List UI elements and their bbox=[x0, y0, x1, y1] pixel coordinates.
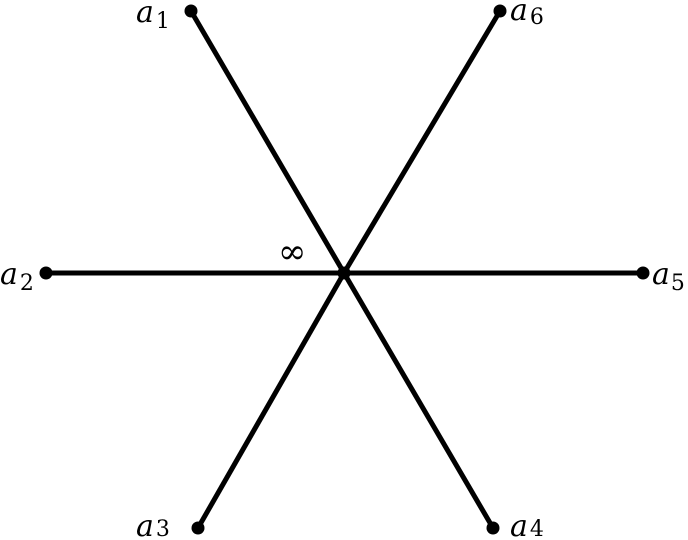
node-a2-label: a2 bbox=[0, 257, 34, 296]
edge-center-a3 bbox=[195, 271, 347, 530]
node-a1-label-base: a bbox=[136, 0, 154, 30]
node-a3-label-sub: 3 bbox=[156, 517, 170, 540]
node-a5-label-base: a bbox=[652, 257, 670, 292]
node-a6-label: a6 bbox=[510, 0, 544, 30]
node-a2-label-sub: 2 bbox=[20, 271, 34, 296]
node-a5 bbox=[636, 266, 650, 280]
node-a1 bbox=[184, 4, 198, 18]
center-node bbox=[337, 266, 351, 280]
node-a3-label-base: a bbox=[136, 509, 154, 540]
node-a1-label: a1 bbox=[136, 0, 170, 34]
edge-center-a4 bbox=[341, 271, 496, 530]
node-a6 bbox=[493, 4, 507, 18]
node-a2-label-base: a bbox=[0, 257, 18, 292]
edge-center-a6 bbox=[341, 9, 503, 275]
node-a3 bbox=[191, 521, 205, 535]
node-a5-label-sub: 5 bbox=[671, 271, 685, 296]
edge-center-a1 bbox=[188, 9, 347, 275]
center-label: ∞ bbox=[278, 232, 306, 272]
node-a4-label: a4 bbox=[510, 509, 544, 540]
node-a2 bbox=[39, 266, 53, 280]
node-a4-label-base: a bbox=[510, 509, 528, 540]
node-a4 bbox=[486, 521, 500, 535]
node-a3-label: a3 bbox=[136, 509, 170, 540]
node-a6-label-sub: 6 bbox=[530, 5, 544, 30]
node-a4-label-sub: 4 bbox=[530, 517, 544, 540]
node-a5-label: a5 bbox=[652, 257, 685, 296]
node-a1-label-sub: 1 bbox=[156, 9, 170, 34]
node-a6-label-base: a bbox=[510, 0, 528, 28]
